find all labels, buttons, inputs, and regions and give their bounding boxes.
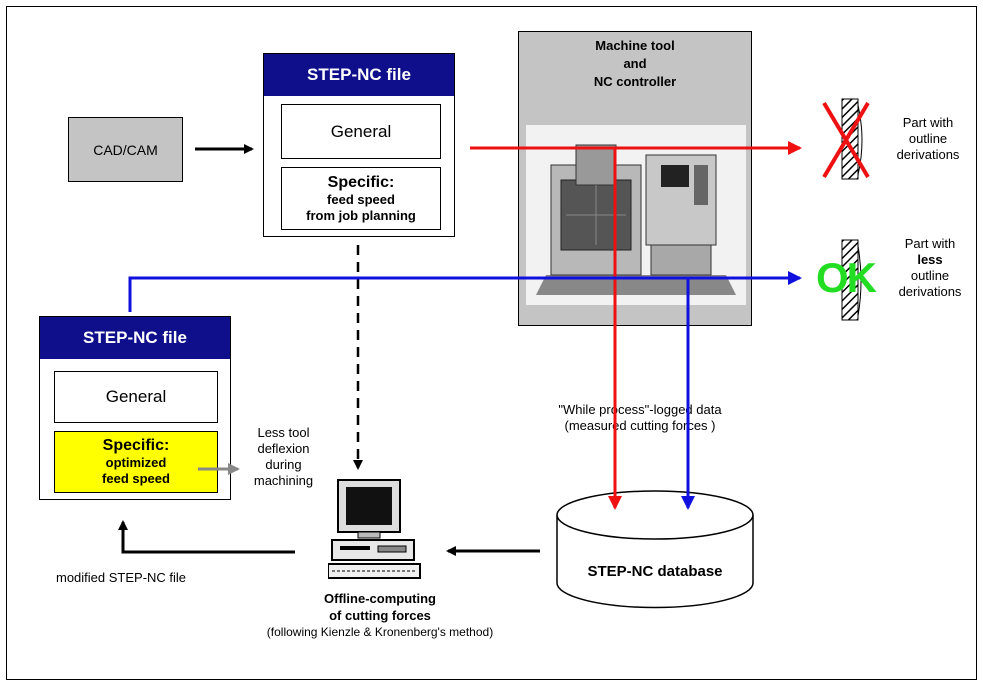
machine-title: Machine tool and NC controller (519, 37, 751, 91)
machine-line2: and (623, 56, 647, 71)
machine-line1: Machine tool (595, 38, 675, 53)
blue-flow-up (128, 271, 802, 312)
specific-title-left: Specific: (102, 437, 170, 454)
specific-line1-top: feed speed (327, 191, 395, 207)
step-nc-file-left-title: STEP-NC file (40, 317, 230, 359)
bad-part-icon (841, 98, 863, 180)
machine-photo (526, 125, 746, 305)
arrow-computer-to-stepnc-left (118, 520, 295, 554)
machine-line3: NC controller (593, 74, 677, 89)
specific-title-top: Specific: (327, 173, 395, 191)
part-ok-line1: Part with (904, 236, 956, 251)
specific-line2-left: feed speed (102, 471, 170, 486)
logged-line2: (measured cutting forces ) (564, 418, 716, 433)
logged-data-label: "While process"-logged data (measured cu… (520, 402, 760, 434)
ok-stamp: OK (816, 254, 877, 301)
part-bad-label: Part with outline derivations (878, 115, 978, 163)
specific-line2-top: from job planning (306, 207, 416, 223)
deflexion-label: Less tool deflexion during machining (236, 425, 331, 489)
part-bad-line1: Part with (902, 115, 954, 130)
step-nc-file-top: STEP-NC file General Specific: feed spee… (263, 53, 455, 237)
specific-line1-left: optimized (105, 455, 167, 470)
cadcam-box: CAD/CAM (68, 117, 183, 182)
part-bad: Part with outline derivations (822, 95, 978, 185)
step-nc-file-top-title: STEP-NC file (264, 54, 454, 96)
specific-section-left: Specific: optimized feed speed (54, 431, 218, 493)
deflexion-line2: deflexion (257, 441, 310, 456)
general-label-left: General (105, 387, 167, 406)
modified-file-label: modified STEP-NC file (56, 570, 187, 585)
offline-line3: (following Kienzle & Kronenberg's method… (266, 625, 494, 639)
general-section-top: General (281, 104, 441, 159)
general-label-top: General (330, 121, 392, 141)
offline-label: Offline-computing of cutting forces (fol… (195, 590, 565, 640)
ok-part-icon (841, 239, 862, 321)
part-ok-line2: less (917, 252, 943, 267)
part-ok-line4: derivations (898, 284, 962, 299)
deflexion-line4: machining (253, 473, 314, 488)
part-ok-line3: outline (910, 268, 950, 283)
database-label: STEP-NC database (587, 563, 723, 580)
part-bad-line3: derivations (896, 147, 960, 162)
part-ok: OK Part with less outline derivations (808, 232, 983, 327)
part-ok-label: Part with less outline derivations (880, 236, 980, 300)
cadcam-label: CAD/CAM (93, 141, 158, 158)
diagram-frame (6, 6, 977, 680)
specific-section-top: Specific: feed speed from job planning (281, 167, 441, 230)
offline-line2: of cutting forces (329, 608, 431, 623)
step-nc-database (556, 490, 754, 609)
part-bad-line2: outline (908, 131, 948, 146)
deflexion-line3: during (265, 457, 302, 472)
computer-icon (328, 479, 421, 579)
offline-line1: Offline-computing (324, 591, 436, 606)
cross-icon (822, 101, 870, 179)
logged-line1: "While process"-logged data (558, 402, 722, 417)
general-section-left: General (54, 371, 218, 423)
deflexion-line1: Less tool (257, 425, 310, 440)
